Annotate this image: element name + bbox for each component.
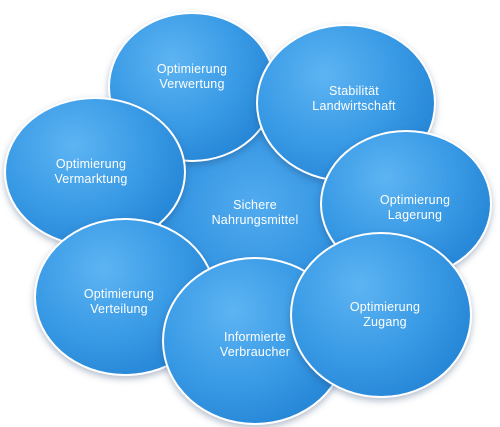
- node-lagerung-label: Optimierung Lagerung: [379, 193, 451, 222]
- node-verwertung-label: Optimierung Verwertung: [156, 62, 228, 91]
- node-zugang-label: Optimierung Zugang: [349, 300, 421, 329]
- node-stabilitaet-label: Stabilität Landwirtschaft: [312, 84, 396, 113]
- node-zugang: Optimierung Zugang: [290, 232, 472, 398]
- node-verbraucher-label: Informierte Verbraucher: [219, 330, 291, 359]
- center-label: Sichere Nahrungsmittel: [211, 197, 299, 227]
- node-verteilung-label: Optimierung Verteilung: [83, 287, 155, 316]
- node-vermarktung-label: Optimierung Vermarktung: [54, 157, 128, 186]
- node-verwertung: Optimierung Verwertung: [108, 12, 276, 162]
